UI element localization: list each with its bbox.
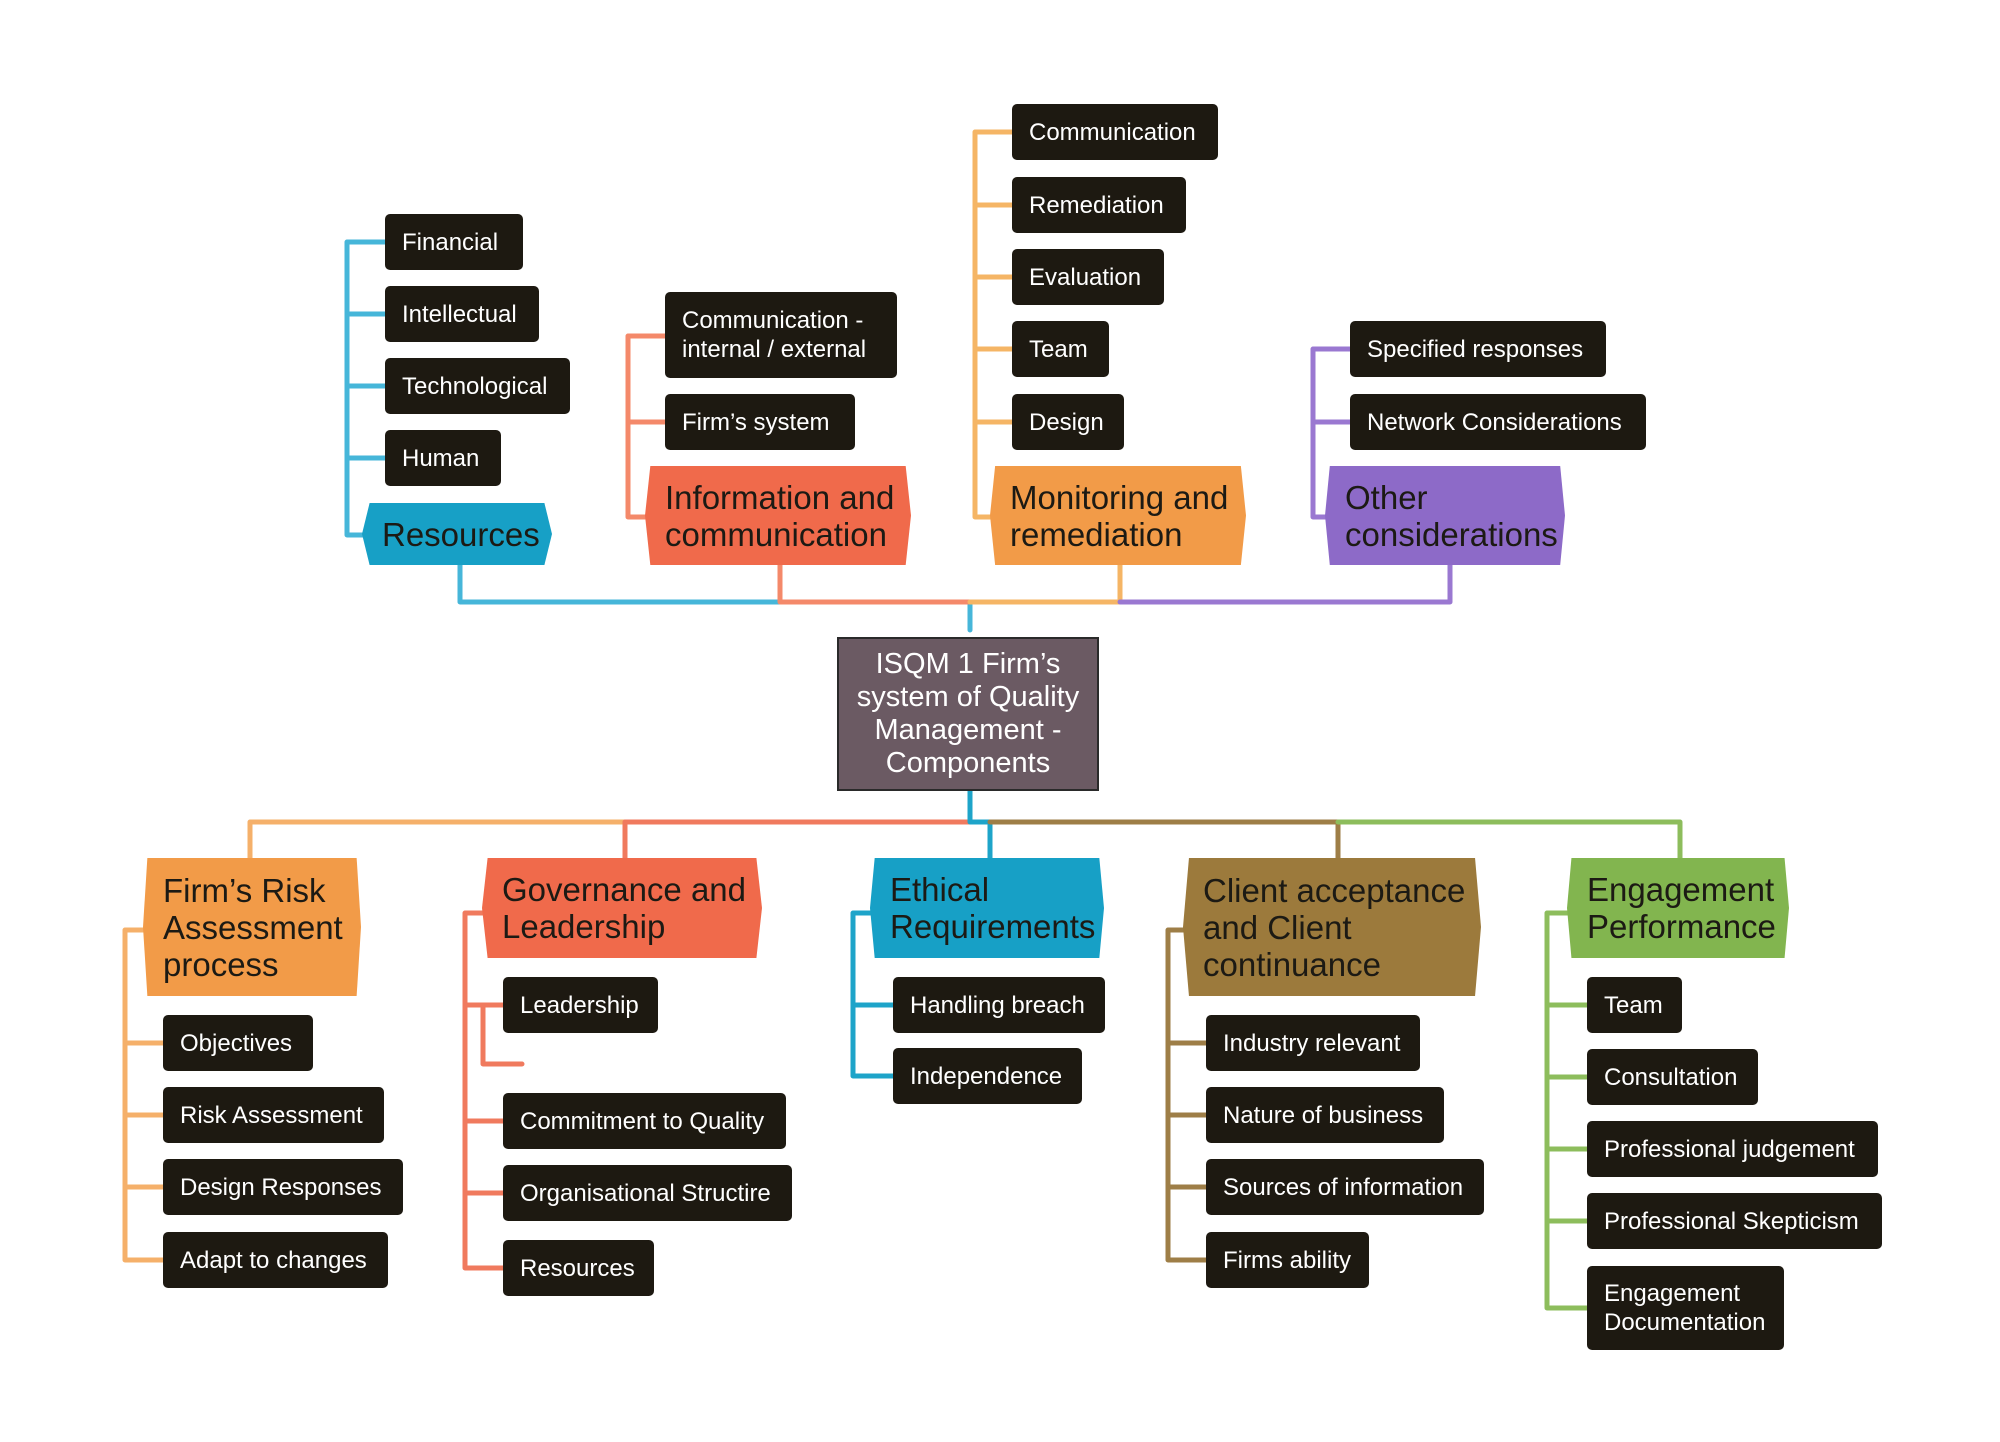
- component-resources[interactable]: Resources: [362, 503, 552, 565]
- connector-other: [1117, 562, 1453, 605]
- connector-resources: [457, 562, 973, 633]
- leaf-nature-of-business[interactable]: Nature of business: [1206, 1087, 1444, 1143]
- connector-engagement: [1335, 819, 1683, 861]
- component-ethical[interactable]: Ethical Requirements: [870, 858, 1104, 958]
- leaf-technological[interactable]: Technological: [385, 358, 570, 414]
- leaf-design-responses[interactable]: Design Responses: [163, 1159, 403, 1215]
- component-governance[interactable]: Governance and Leadership: [482, 858, 762, 958]
- leaf-resources-governance[interactable]: Resources: [503, 1240, 654, 1296]
- leaf-financial[interactable]: Financial: [385, 214, 523, 270]
- bracket-ethical: [850, 910, 896, 1079]
- connector-governance: [622, 819, 973, 861]
- leaf-independence[interactable]: Independence: [893, 1048, 1082, 1104]
- leaf-specified-responses[interactable]: Specified responses: [1350, 321, 1606, 377]
- leaf-remediation[interactable]: Remediation: [1012, 177, 1186, 233]
- leaf-risk-assessment[interactable]: Risk Assessment: [163, 1087, 384, 1143]
- leaf-team-monitoring[interactable]: Team: [1012, 321, 1109, 377]
- component-resources-label: Resources: [382, 515, 540, 553]
- leaf-industry-relevant[interactable]: Industry relevant: [1206, 1015, 1420, 1071]
- leaf-objectives[interactable]: Objectives: [163, 1015, 313, 1071]
- component-information-label: Information and communication: [665, 478, 895, 553]
- leaf-evaluation[interactable]: Evaluation: [1012, 249, 1164, 305]
- leaf-communication[interactable]: Communication: [1012, 104, 1218, 160]
- leaf-human[interactable]: Human: [385, 430, 501, 486]
- bracket-other: [1310, 346, 1353, 520]
- leaf-intellectual[interactable]: Intellectual: [385, 286, 539, 342]
- leaf-team-engagement[interactable]: Team: [1587, 977, 1682, 1033]
- leaf-network-considerations[interactable]: Network Considerations: [1350, 394, 1646, 450]
- leaf-adapt-to-changes[interactable]: Adapt to changes: [163, 1232, 388, 1288]
- bracket-information: [625, 333, 668, 520]
- connector-client: [987, 819, 1341, 861]
- leaf-engagement-documentation[interactable]: Engagement Documentation: [1587, 1266, 1784, 1350]
- component-governance-label: Governance and Leadership: [502, 871, 747, 945]
- component-other[interactable]: Other considerations: [1325, 466, 1565, 565]
- leaf-handling-breach[interactable]: Handling breach: [893, 977, 1105, 1033]
- leaf-sources-of-information[interactable]: Sources of information: [1206, 1159, 1484, 1215]
- leaf-leadership[interactable]: Leadership: [503, 977, 658, 1033]
- component-risk-label: Firm’s Risk Assessment process: [163, 871, 343, 983]
- leaf-firms-ability[interactable]: Firms ability: [1206, 1232, 1369, 1288]
- leaf-design[interactable]: Design: [1012, 394, 1124, 450]
- leaf-consultation[interactable]: Consultation: [1587, 1049, 1758, 1105]
- component-monitoring-label: Monitoring and remediation: [1010, 478, 1229, 553]
- connector-ethical: [967, 787, 993, 861]
- component-client-label: Client acceptance and Client continuance: [1203, 871, 1466, 983]
- bracket-engagement: [1544, 910, 1590, 1311]
- component-engagement-label: Engagement Performance: [1587, 871, 1776, 945]
- connector-monitoring: [967, 562, 1123, 605]
- component-other-label: Other considerations: [1345, 478, 1558, 553]
- bracket-client: [1165, 927, 1209, 1263]
- component-information[interactable]: Information and communication: [645, 466, 911, 565]
- leaf-communication-internal-external[interactable]: Communication - internal / external: [665, 292, 897, 378]
- bracket-risk: [122, 927, 166, 1263]
- leaf-firms-system[interactable]: Firm’s system: [665, 394, 855, 450]
- leaf-commitment-to-quality[interactable]: Commitment to Quality: [503, 1093, 786, 1149]
- leaf-organisational-structire[interactable]: Organisational Structire: [503, 1165, 792, 1221]
- connector-information: [777, 562, 973, 605]
- center-node[interactable]: ISQM 1 Firm’s system of Quality Manageme…: [837, 637, 1099, 791]
- component-engagement[interactable]: Engagement Performance: [1567, 858, 1789, 958]
- component-monitoring[interactable]: Monitoring and remediation: [990, 466, 1246, 565]
- leaf-professional-skepticism[interactable]: Professional Skepticism: [1587, 1193, 1882, 1249]
- component-risk[interactable]: Firm’s Risk Assessment process: [143, 858, 361, 996]
- component-ethical-label: Ethical Requirements: [890, 871, 1096, 945]
- component-client[interactable]: Client acceptance and Client continuance: [1183, 858, 1481, 996]
- center-node-label: ISQM 1 Firm’s system of Quality Manageme…: [856, 648, 1080, 779]
- bracket-resources: [344, 239, 388, 538]
- leaf-professional-judgement[interactable]: Professional judgement: [1587, 1121, 1878, 1177]
- bracket-governance: [462, 910, 525, 1271]
- bracket-monitoring: [972, 129, 1015, 520]
